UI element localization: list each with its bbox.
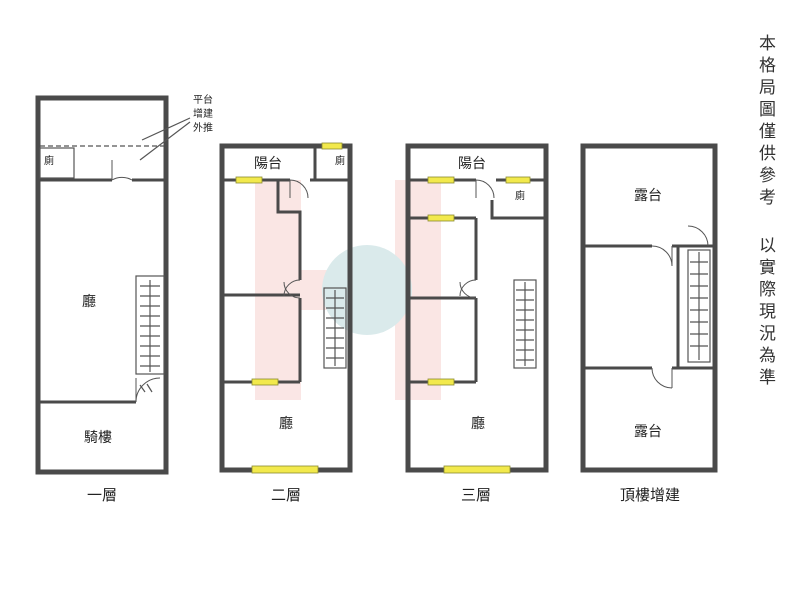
floor-1-annotation-3: 外推 (193, 121, 213, 134)
floor-3-name: 三層 (461, 486, 491, 504)
floor-3-window-4 (427, 378, 455, 386)
floor-3-hall-label: 廳 (471, 415, 485, 432)
floor-1-outline (35, 95, 169, 475)
floor-1-annotation-1: 平台 (193, 93, 213, 106)
floor-2-window-3 (251, 378, 279, 386)
floor-1-hall-label: 廳 (82, 293, 96, 310)
floor-2-hall-label: 廳 (279, 415, 293, 432)
floor-1-stair (135, 275, 165, 375)
floor-1-name: 一層 (87, 486, 117, 504)
disclaimer-line-1: 本格局圖僅供參考 (755, 34, 776, 210)
floor-2-stair (323, 287, 347, 369)
floor-3-window-front (443, 465, 511, 474)
floor-3-window-2 (505, 176, 531, 184)
floor-1-annotation-2: 增建 (193, 107, 213, 120)
roof-plan: 露台 露台 頂樓增建 (580, 143, 718, 504)
floor-3-balcony-label: 陽台 (458, 156, 486, 172)
floor-2-balcony-label: 陽台 (254, 156, 282, 172)
floor-1-plan: 廳 廁 騎樓 平台 增建 外推 一層 (35, 93, 213, 504)
disclaimer-line-2: 以實際現況為準 (755, 236, 776, 390)
floor-3-toilet-label: 廁 (515, 189, 525, 202)
floor-3-stair (513, 279, 537, 369)
floor-3-plan: 陽台 廁 廳 三層 (405, 143, 549, 504)
floor-2-window-2 (321, 142, 343, 150)
floor-1-arcade-label: 騎樓 (84, 430, 112, 446)
roof-terrace-top-label: 露台 (634, 188, 662, 204)
floor-2-toilet-label: 廁 (335, 154, 345, 167)
floor-1-toilet-label: 廁 (44, 154, 54, 167)
roof-outline (580, 143, 718, 473)
floor-2-window-front (251, 465, 319, 474)
floor-3-window-3 (427, 214, 455, 222)
roof-name: 頂樓增建 (620, 486, 680, 504)
floor-3-window-1 (427, 176, 455, 184)
floor-2-name: 二層 (271, 486, 301, 504)
roof-terrace-bottom-label: 露台 (634, 424, 662, 440)
floor-2-window-1 (235, 176, 263, 184)
floor-2-plan: 陽台 廁 廳 二層 (219, 142, 353, 504)
roof-stair (687, 249, 711, 363)
